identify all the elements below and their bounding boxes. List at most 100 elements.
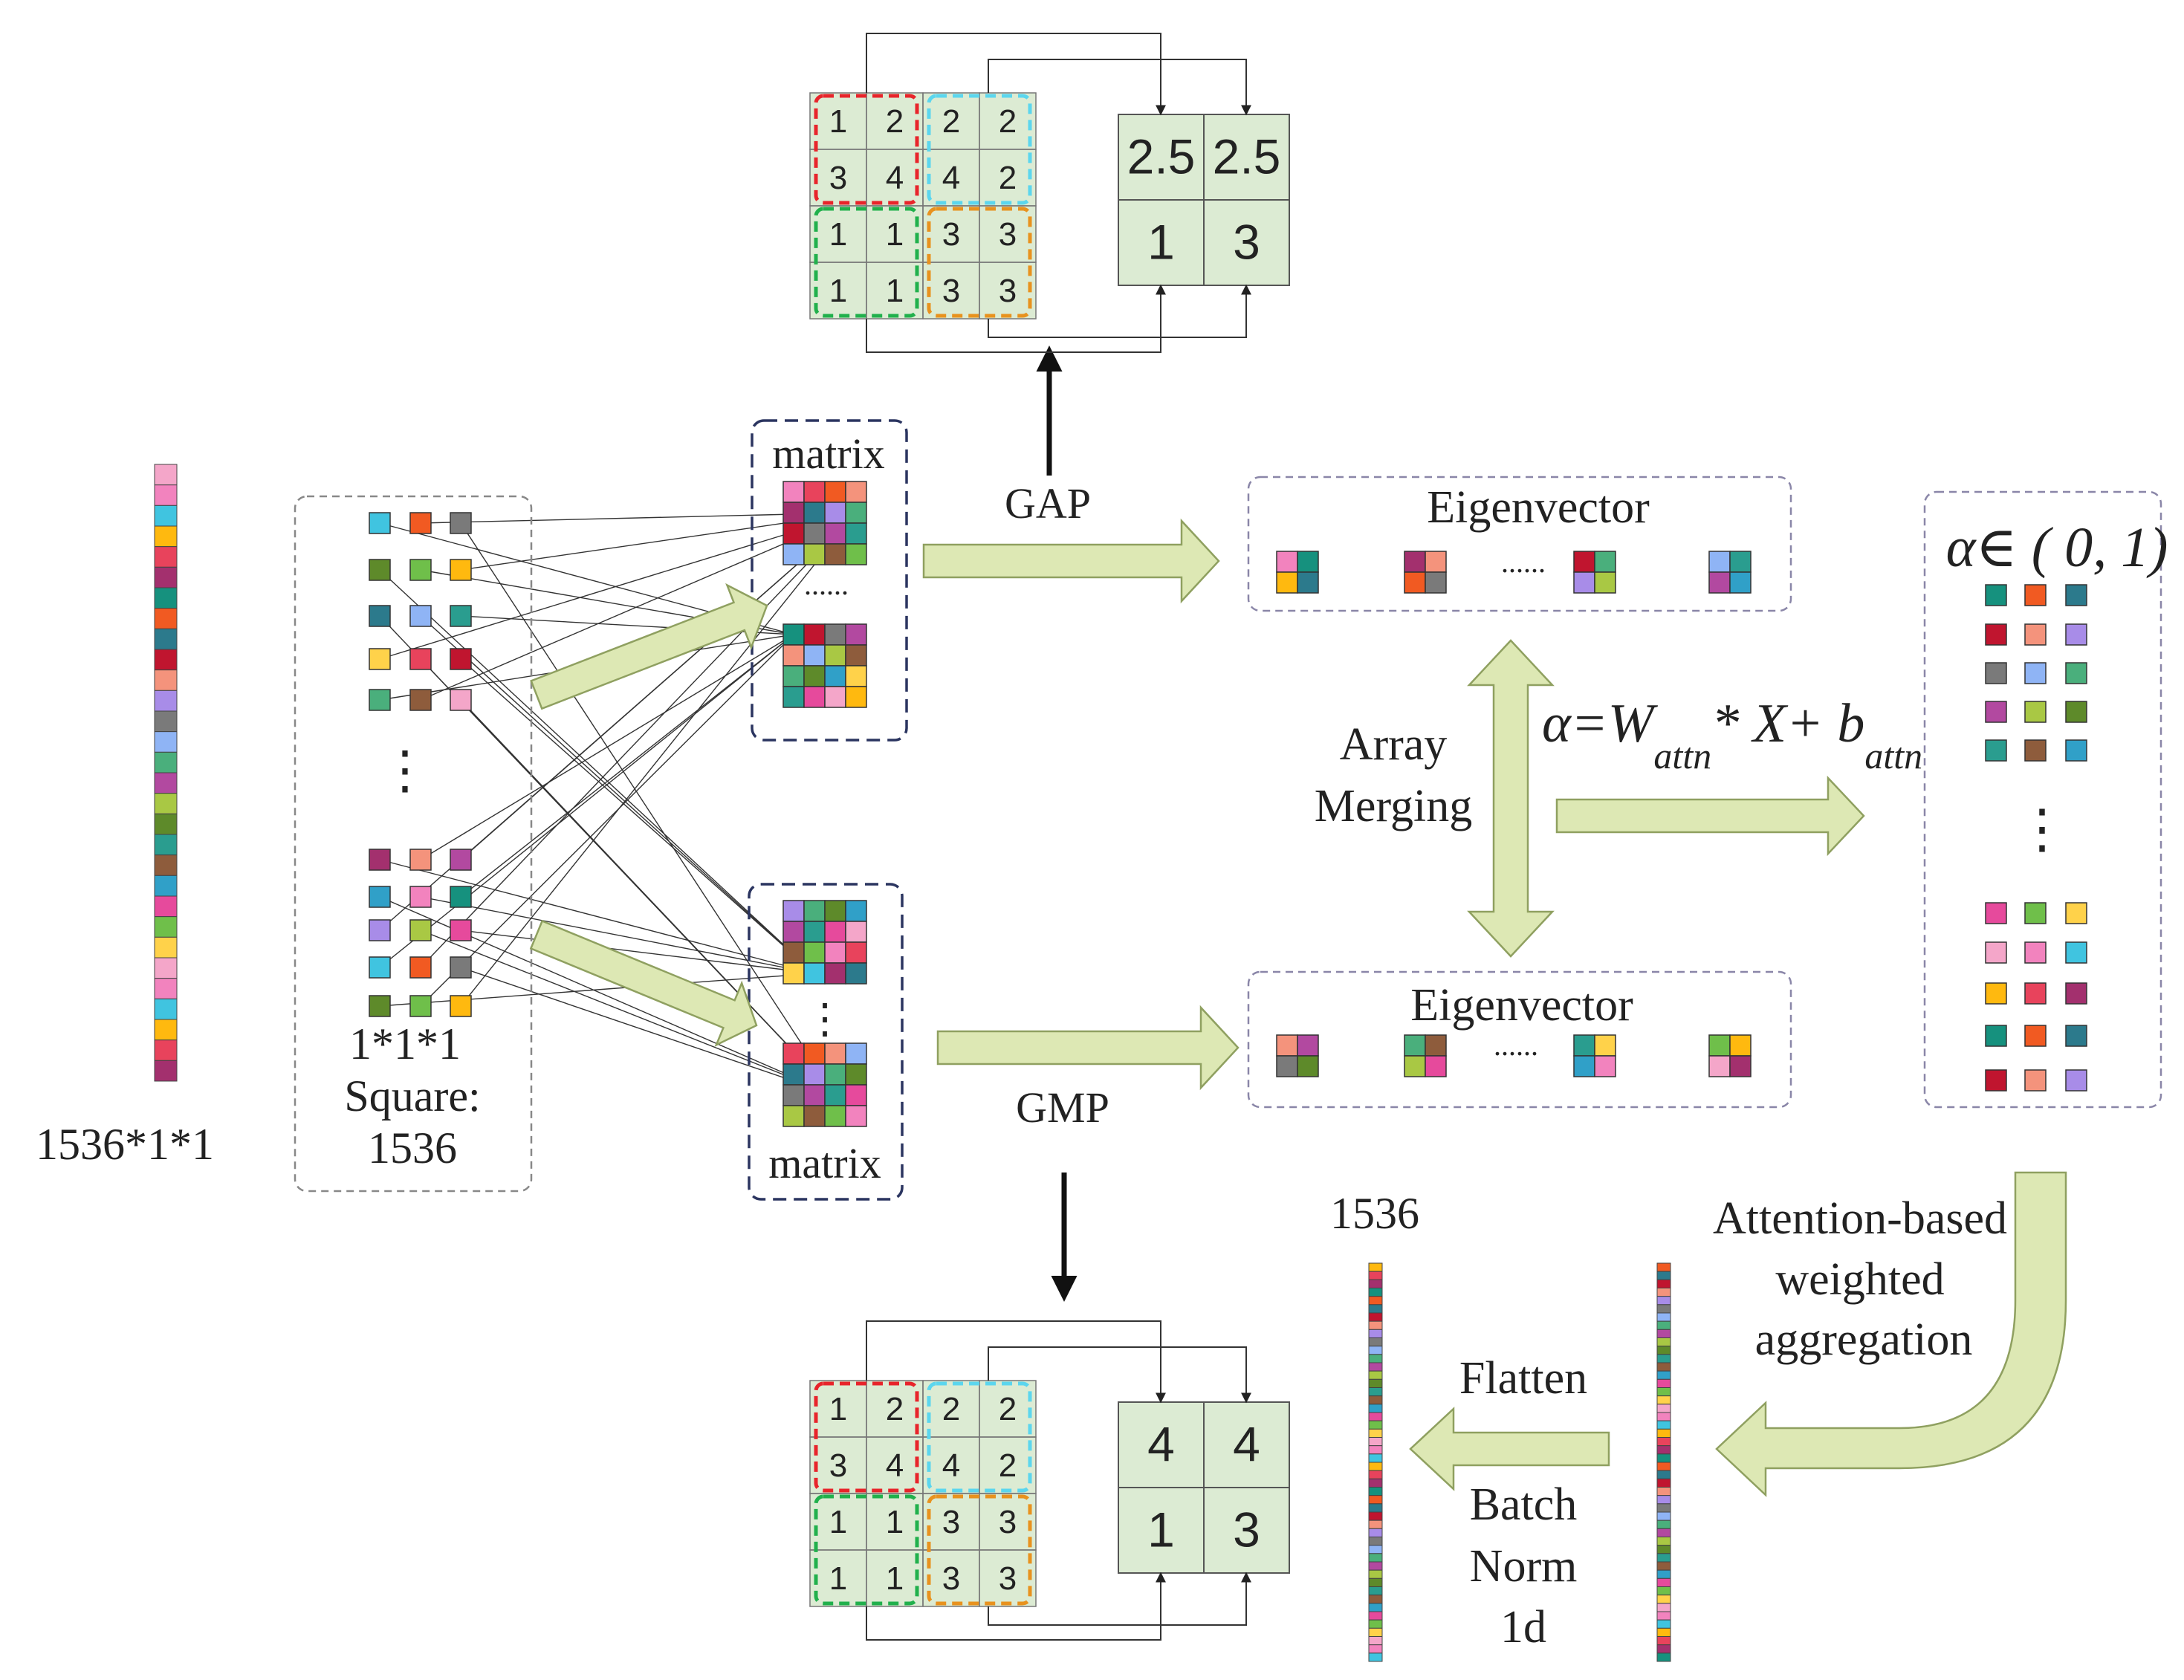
gap-example-input-value: 2 (999, 103, 1017, 140)
eigen-bottom-block-cell (1404, 1034, 1426, 1057)
output-strip-cell (1368, 1553, 1383, 1563)
eigen-bottom-block-cell (1729, 1055, 1752, 1077)
matrix-bottom-1-cell (782, 921, 805, 943)
gap-arrow (922, 518, 1220, 604)
flow-arrows (529, 346, 2067, 1497)
weighted-strip-cell (1656, 1644, 1671, 1654)
gap-example-input-value: 3 (999, 216, 1017, 253)
gmp-example-input-value: 3 (942, 1560, 960, 1597)
eigen-top-dots: ...... (1501, 545, 1546, 579)
matrix-top-container (751, 419, 908, 742)
weighted-strip-cell (1656, 1437, 1671, 1447)
matrix-top-2-cell (782, 686, 805, 708)
matrix-bottom-2-cell (845, 1084, 867, 1106)
eigen-top-block-cell (1708, 571, 1731, 594)
alpha-weight-square (2024, 623, 2047, 646)
gmp-example-input-value: 1 (886, 1560, 904, 1597)
matrix-top-2-cell (845, 665, 867, 687)
unit-square (369, 689, 391, 711)
gap-example-input-cell (979, 262, 1037, 320)
alpha-weight-square (2065, 1025, 2087, 1047)
connection-line (379, 512, 857, 660)
unit-square (409, 689, 432, 711)
input-strip-cell (154, 710, 178, 733)
output-strip-cell (1368, 1511, 1383, 1521)
matrix-top-2-cell (782, 644, 805, 667)
matrix-bottom-2-cell (803, 1063, 826, 1086)
gap-example-quadrant-orange (927, 207, 1032, 318)
output-strip-cell (1368, 1644, 1383, 1654)
output-strip-cell (1368, 1577, 1383, 1587)
matrix-bottom-2-cell (782, 1084, 805, 1106)
weighted-strip-cell (1656, 1370, 1671, 1380)
matrix-top-hdots: ...... (804, 568, 849, 601)
matrix-bottom-2-cell (845, 1042, 867, 1065)
alpha-weight-square (2065, 1069, 2087, 1092)
alpha-weight-square (2065, 982, 2087, 1005)
matrix-top-1-cell (803, 502, 826, 524)
connection-line (460, 634, 794, 898)
eigen-bottom-block (1708, 1034, 1752, 1077)
matrix-top-1 (782, 481, 867, 565)
input-strip-cell (154, 1040, 178, 1061)
matrix-bottom-2-cell (782, 1063, 805, 1086)
array-merging-line2: Merging (1315, 781, 1472, 831)
eigen-bottom-block-cell (1276, 1034, 1298, 1057)
input-strip-cell (154, 546, 178, 568)
eigen-bottom-block-cell (1573, 1034, 1595, 1057)
output-strip-cell (1368, 1470, 1383, 1479)
alpha-weight-square (1985, 1069, 2007, 1092)
eigen-top-block-cell (1729, 551, 1752, 573)
formula-sub-attn-1: attn (1653, 735, 1711, 776)
weighted-strip-cell (1656, 1404, 1671, 1413)
alpha-weight-square (2065, 584, 2087, 606)
output-strip-cell (1368, 1569, 1383, 1579)
output-strip-cell (1368, 1603, 1383, 1612)
weighted-strip-cell (1656, 1445, 1671, 1455)
matrix-bottom-1-cell (845, 921, 867, 943)
alpha-weight-square (2065, 701, 2087, 723)
output-strip-cell (1368, 1653, 1383, 1662)
unit-square (450, 559, 472, 581)
weighted-strip-cell (1656, 1279, 1671, 1289)
output-strip-cell (1368, 1271, 1383, 1280)
attention-curved-arrow (1715, 1171, 2067, 1497)
weighted-strip-cell (1656, 1354, 1671, 1363)
alpha-weight-square (2024, 701, 2047, 723)
matrix-bottom-1-cell (845, 900, 867, 922)
matrix-bottom-2-cell (824, 1105, 846, 1127)
input-strip-cell (154, 793, 178, 814)
matrix-top-1-cell (803, 481, 826, 503)
weighted-strip-cell (1656, 1636, 1671, 1646)
input-strip-cell (154, 608, 178, 629)
alpha-weight-square (1985, 941, 2007, 964)
weighted-strip-cell (1656, 1312, 1671, 1322)
unit-square (450, 689, 472, 711)
output-strip-cell (1368, 1304, 1383, 1314)
connection-line (460, 522, 836, 1096)
weighted-strip-cell (1656, 1271, 1671, 1280)
output-strip-cell (1368, 1528, 1383, 1537)
gmp-example-input-value: 4 (942, 1447, 960, 1484)
matrix-top-1-cell (803, 543, 826, 565)
gap-example-link-tl (866, 33, 1166, 116)
output-strip-cell (1368, 1387, 1383, 1397)
gmp-example-output-value: 3 (1233, 1502, 1260, 1557)
eigen-bottom-block-cell (1594, 1055, 1616, 1077)
weighted-strip-cell (1656, 1627, 1671, 1637)
weighted-strip-cell (1656, 1511, 1671, 1521)
matrix-top-1-cell (845, 522, 867, 545)
gmp-example-output-value: 4 (1233, 1417, 1260, 1472)
gap-example-output-value: 2.5 (1127, 129, 1196, 184)
alpha-weight-square (1985, 1025, 2007, 1047)
unit-square (409, 886, 432, 908)
matrix-bottom-1-cell (845, 962, 867, 985)
weighted-strip-cell (1656, 1337, 1671, 1347)
input-size-label: 1536*1*1 (36, 1120, 214, 1169)
weighted-strip-cell (1656, 1470, 1671, 1479)
alpha-weight-square (2024, 739, 2047, 762)
weighted-strip-cell (1656, 1478, 1671, 1488)
formula-sub-attn-2: attn (1864, 735, 1922, 776)
